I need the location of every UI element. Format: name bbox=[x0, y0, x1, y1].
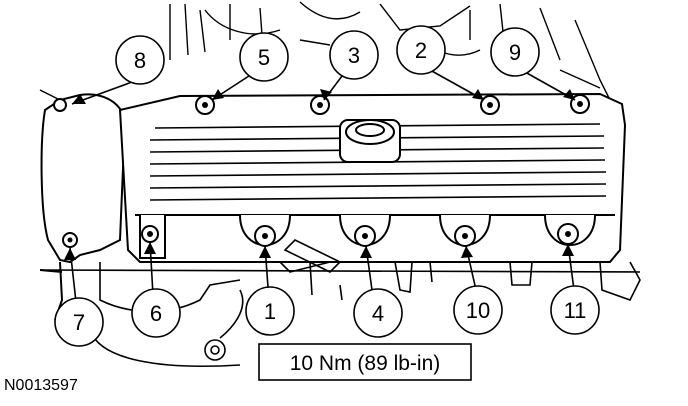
callout-7: 7 bbox=[73, 310, 85, 335]
callout-2-circle bbox=[396, 25, 446, 75]
callout-11-circle bbox=[550, 285, 600, 335]
callout-4-circle bbox=[353, 288, 403, 338]
callout-6-circle bbox=[131, 288, 181, 338]
callout-4: 4 bbox=[372, 301, 384, 326]
torque-spec-box: 10 Nm (89 lb-in) bbox=[258, 343, 472, 381]
callout-7-circle bbox=[54, 297, 104, 347]
callout-circles bbox=[54, 25, 600, 347]
callout-3-circle bbox=[329, 30, 379, 80]
callout-6: 6 bbox=[150, 301, 162, 326]
callout-11: 11 bbox=[564, 298, 587, 323]
bolt-8 bbox=[53, 98, 67, 112]
figure-id-label: N0013597 bbox=[4, 377, 78, 394]
torque-spec-label: 10 Nm (89 lb-in) bbox=[290, 352, 441, 375]
leader-arrowheads bbox=[64, 89, 575, 260]
callout-9-circle bbox=[490, 27, 540, 77]
callout-10-circle bbox=[453, 285, 503, 335]
oil-filler-cap bbox=[339, 119, 401, 163]
callout-8-circle bbox=[115, 35, 165, 85]
callout-1: 1 bbox=[264, 299, 276, 324]
callout-3: 3 bbox=[348, 43, 360, 68]
callout-1-circle bbox=[245, 286, 295, 336]
callout-numbers: 1 2 3 4 5 6 7 8 9 10 11 bbox=[73, 38, 587, 335]
callout-5: 5 bbox=[258, 45, 270, 70]
bolt-heads bbox=[53, 94, 590, 248]
bolt-head-centers bbox=[67, 101, 583, 243]
callout-2: 2 bbox=[415, 38, 427, 63]
callout-5-circle bbox=[239, 32, 289, 82]
callout-9: 9 bbox=[509, 40, 521, 65]
callout-10: 10 bbox=[466, 298, 490, 323]
callout-8: 8 bbox=[134, 48, 146, 73]
timing-cover bbox=[39, 93, 127, 321]
